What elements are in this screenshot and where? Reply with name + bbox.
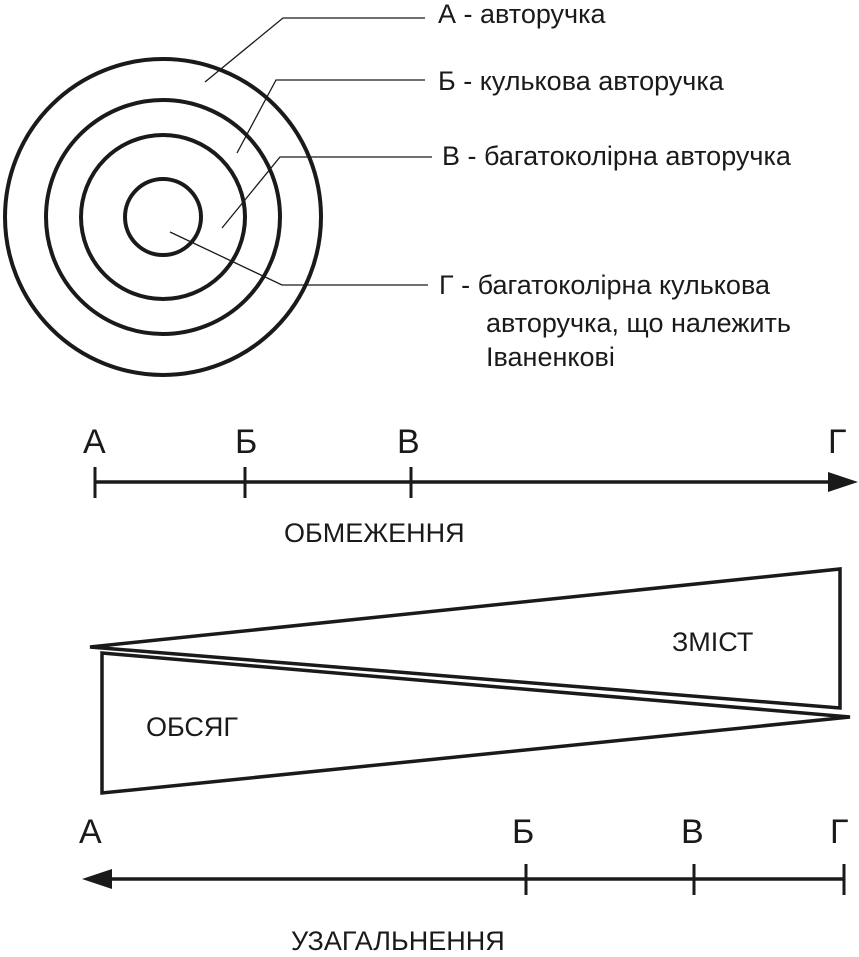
generalization-axis: А Б В Г УЗАГАЛЬНЕННЯ — [79, 813, 848, 956]
axis1-label-b: Б — [235, 423, 257, 461]
axis1-label-a: А — [83, 423, 106, 461]
content-label: ЗМІСТ — [672, 627, 753, 657]
label-a: А - авторучка — [438, 0, 607, 29]
label-v: В - багатоколірна авторучка — [442, 141, 792, 171]
leader-lines — [169, 17, 432, 286]
axis2-label-a: А — [79, 813, 102, 851]
axis2-caption: УЗАГАЛЬНЕННЯ — [291, 926, 505, 956]
leader-a — [204, 17, 425, 83]
content-wedge — [89, 567, 842, 710]
label-g: Г - багатоколірна кулькова — [439, 270, 771, 300]
label-g-cont2: Іваненкові — [486, 342, 615, 372]
circle-v — [79, 133, 247, 301]
axis2-label-g: Г — [830, 813, 848, 851]
axis1-caption: ОБМЕЖЕННЯ — [284, 518, 465, 548]
axis1-label-g: Г — [828, 423, 846, 461]
circle-b — [44, 98, 282, 336]
wedges: ЗМІСТ ОБСЯГ — [89, 567, 851, 795]
label-g-cont1: авторучка, що належить — [486, 308, 791, 338]
leader-g — [169, 231, 428, 286]
leader-b — [236, 79, 425, 154]
axis2-arrowhead — [82, 869, 112, 889]
axis2-label-b: Б — [512, 813, 534, 851]
axis1-arrowhead — [828, 472, 858, 492]
axis1-label-v: В — [397, 423, 420, 461]
circle-g — [123, 177, 203, 257]
scope-label: ОБСЯГ — [146, 712, 238, 742]
leader-v — [221, 156, 432, 229]
circle-labels: А - авторучка Б - кулькова авторучка В -… — [438, 0, 792, 372]
axis2-label-v: В — [681, 813, 704, 851]
restriction-axis: А Б В Г ОБМЕЖЕННЯ — [83, 423, 858, 548]
scope-wedge — [100, 651, 851, 795]
label-b: Б - кулькова авторучка — [438, 66, 725, 96]
euler-circles — [3, 57, 323, 377]
circle-a — [3, 57, 323, 377]
